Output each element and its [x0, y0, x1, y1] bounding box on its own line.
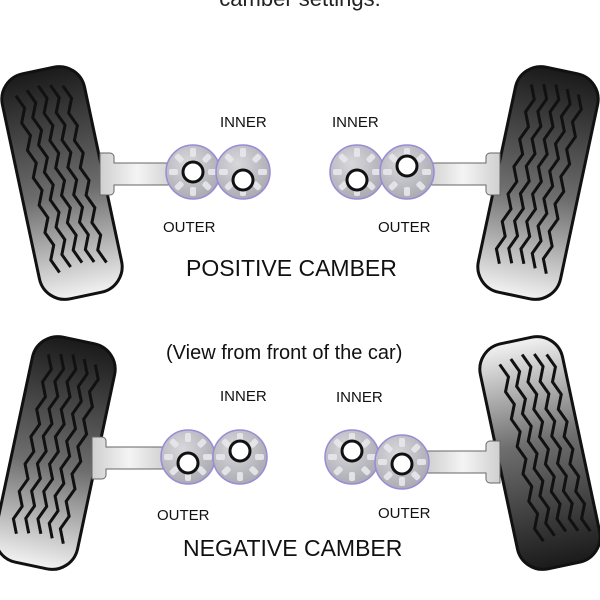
cam-positive-left-inner	[215, 144, 271, 200]
axle-positive-right	[425, 152, 501, 196]
cam-negative-right-inner	[324, 429, 380, 485]
cam-bolt-hole	[395, 154, 419, 178]
positive-camber-label: POSITIVE CAMBER	[186, 255, 397, 281]
label-negative-left-inner: INNER	[220, 388, 267, 405]
cam-bolt-hole	[345, 168, 369, 192]
cam-negative-right-outer	[374, 434, 430, 490]
cam-bolt-hole	[228, 439, 252, 463]
axle-positive-left	[99, 152, 175, 196]
cam-positive-right-outer	[379, 144, 435, 200]
cam-positive-left-outer	[165, 144, 221, 200]
negative-camber-group	[0, 335, 600, 571]
cam-bolt-hole	[176, 451, 200, 475]
cam-positive-right-inner	[329, 144, 385, 200]
cam-bolt-hole	[181, 160, 205, 184]
label-negative-right-inner: INNER	[336, 389, 383, 406]
axle-negative-right	[425, 440, 501, 484]
label-positive-left-inner: INNER	[220, 114, 267, 131]
positive-camber-group	[0, 65, 600, 301]
cam-bolt-hole	[390, 452, 414, 476]
label-negative-left-outer: OUTER	[157, 507, 210, 524]
diagram-title: camber settings:	[0, 0, 600, 12]
cam-negative-left-outer	[160, 429, 216, 485]
axle-negative-left	[91, 436, 167, 480]
negative-camber-label: NEGATIVE CAMBER	[183, 535, 403, 561]
cam-bolt-hole	[340, 439, 364, 463]
label-positive-right-outer: OUTER	[378, 219, 431, 236]
label-positive-right-inner: INNER	[332, 114, 379, 131]
view-note: (View from front of the car)	[166, 342, 403, 364]
cam-negative-left-inner	[212, 429, 268, 485]
label-negative-right-outer: OUTER	[378, 505, 431, 522]
cam-bolt-hole	[231, 168, 255, 192]
label-positive-left-outer: OUTER	[163, 219, 216, 236]
